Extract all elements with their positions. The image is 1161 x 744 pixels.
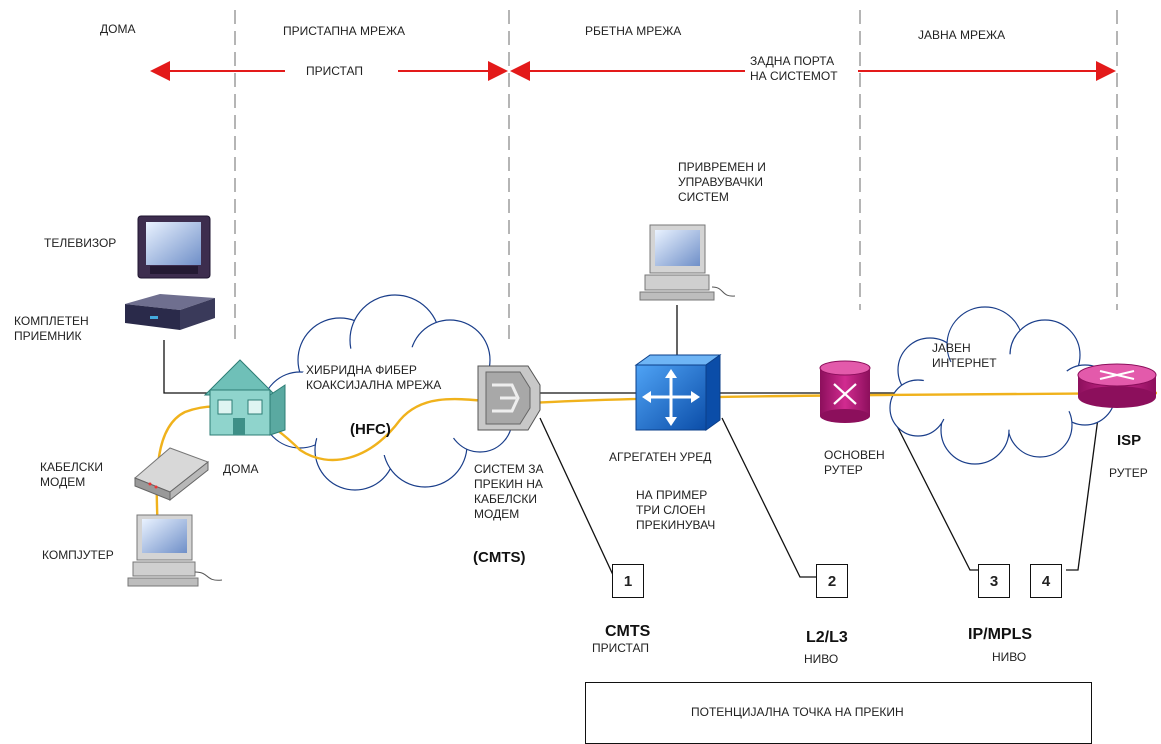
house-icon	[203, 359, 286, 436]
switch-icon	[634, 354, 722, 431]
computer-label: КОМПЈУТЕР	[42, 548, 114, 562]
zone-home-label: ДОМА	[100, 22, 136, 36]
isp-router-label: РУТЕР	[1109, 466, 1148, 480]
signal-path	[155, 391, 1158, 546]
links	[163, 305, 1099, 591]
hfc-cloud-label: ХИБРИДНА ФИБЕР КОАКСИЈАЛНА МРЕЖА	[306, 363, 442, 392]
management-computer-icon	[639, 224, 736, 301]
callout-1	[539, 417, 621, 591]
cable-modem-icon	[134, 447, 210, 502]
cmts-description-label: СИСТЕМ ЗА ПРЕКИН НА КАБЕЛСКИ МОДЕМ	[474, 462, 544, 521]
link-settop-home	[163, 340, 215, 394]
break-point-1: 1	[612, 564, 644, 598]
callout-4	[1066, 417, 1099, 571]
legend-box: ПОТЕНЦИЈАЛНА ТОЧКА НА ПРЕКИН	[585, 682, 1092, 744]
zone-public-network-label: ЈАВНА МРЕЖА	[918, 28, 1006, 42]
isp-router-icon	[1077, 363, 1157, 408]
point-3-title: IP/MPLS	[968, 626, 1033, 643]
break-point-3: 3	[978, 564, 1010, 598]
settop-box-icon	[125, 294, 215, 330]
cmts-icon	[477, 365, 541, 431]
internet-label: ЈАВЕН ИНТЕРНЕТ	[932, 341, 997, 370]
point-1-subtitle: ПРИСТАП	[592, 641, 649, 655]
zone-access-network-label: ПРИСТАПНА МРЕЖА	[283, 24, 406, 38]
legend-label: ПОТЕНЦИЈАЛНА ТОЧКА НА ПРЕКИН	[691, 705, 904, 719]
isp-label: ISP	[1117, 432, 1142, 449]
access-span-label: ПРИСТАП	[306, 64, 363, 78]
break-point-4: 4	[1030, 564, 1062, 598]
zone-backbone-network-label: РБЕТНА МРЕЖА	[585, 24, 682, 38]
back-port-label: ЗАДНА ПОРТА НА СИСТЕМОТ	[750, 54, 838, 83]
settop-label: КОМПЛЕТЕН ПРИЕМНИК	[14, 314, 89, 343]
hfc-cloud	[261, 294, 513, 491]
tv-label: ТЕЛЕВИЗОР	[44, 236, 117, 250]
callout-3	[892, 417, 978, 571]
switch-example-label: НА ПРИМЕР ТРИ СЛОЕН ПРЕКИНУВАЧ	[636, 488, 716, 532]
hfc-abbr-label: (HFC)	[350, 421, 391, 438]
home-device-label: ДОМА	[223, 462, 259, 476]
core-router-label: ОСНОВЕН РУТЕР	[824, 448, 885, 477]
core-router-icon	[819, 360, 871, 423]
home-computer-icon	[127, 514, 223, 587]
cable-modem-label: КАБЕЛСКИ МОДЕМ	[40, 460, 104, 489]
point-2-title: L2/L3	[806, 629, 848, 646]
management-system-label: ПРИВРЕМЕН И УПРАВУВАЧКИ СИСТЕМ	[678, 160, 766, 204]
callout-2	[721, 417, 818, 578]
aggregation-label: АГРЕГАТЕН УРЕД	[609, 450, 712, 464]
break-point-2: 2	[816, 564, 848, 598]
cmts-abbr-label: (CMTS)	[473, 549, 526, 566]
point-3-subtitle: НИВО	[992, 650, 1027, 664]
zone-dividers	[234, 10, 1118, 345]
internet-cloud	[889, 306, 1116, 465]
point-1-title: CMTS	[605, 623, 651, 640]
point-2-subtitle: НИВО	[804, 652, 839, 666]
television-icon	[137, 215, 211, 279]
